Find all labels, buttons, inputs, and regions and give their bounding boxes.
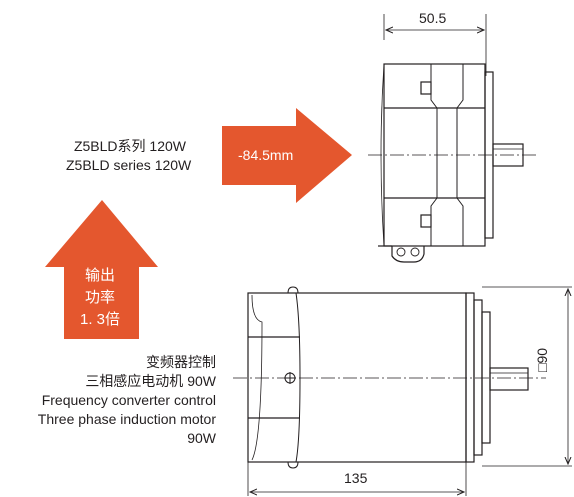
series-label-cn: Z5BLD系列 120W [73, 138, 186, 154]
dim-bottom-length: 135 [344, 470, 368, 486]
bottom-motor-drawing [247, 286, 572, 496]
arrow-up-line1: 输出 [84, 267, 115, 284]
motor-label-cn2: 三相感应电动机 90W [85, 373, 216, 389]
series-label: Z5BLD系列 120W Z5BLD series 120W [66, 137, 192, 175]
motor-label-en3: 90W [187, 430, 216, 446]
arrow-right-label: -84.5mm [238, 147, 294, 163]
motor-label-cn1: 变频器控制 [146, 354, 216, 370]
motor-label-en1: Frequency converter control [41, 392, 216, 408]
arrow-up-label: 输出 功率 1. 3倍 [60, 265, 140, 331]
series-label-en: Z5BLD series 120W [66, 157, 192, 173]
motor-label: 变频器控制 三相感应电动机 90W Frequency converter co… [38, 353, 216, 448]
arrow-up-line3: 1. 3倍 [79, 311, 121, 328]
dim-top-width: 50.5 [419, 10, 447, 26]
arrow-up-line2: 功率 [84, 289, 115, 306]
top-motor-drawing [378, 14, 524, 263]
arrow-up-shape [45, 200, 158, 339]
dim-side-square: □90 [534, 347, 550, 372]
arrow-right-shape [222, 108, 352, 203]
motor-label-en2: Three phase induction motor [37, 411, 216, 427]
